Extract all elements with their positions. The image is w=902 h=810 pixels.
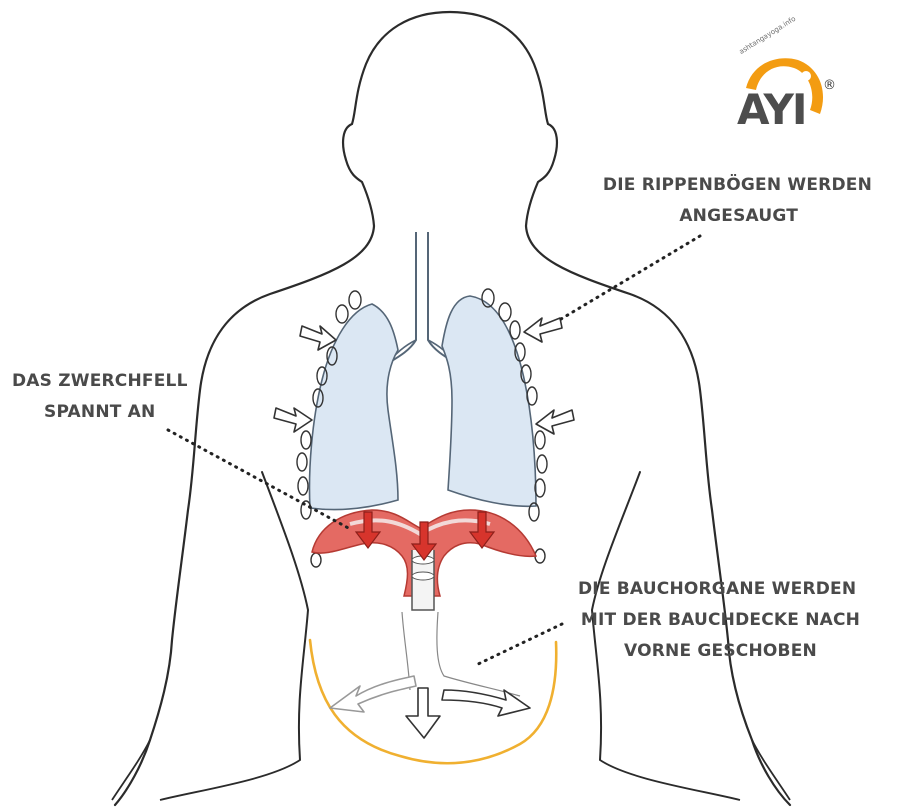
leader-rippen bbox=[554, 234, 702, 324]
label-bauchorgane-line-1: DIE BAUCHORGANE WERDEN bbox=[578, 579, 857, 599]
arrow-belly-down bbox=[405, 687, 441, 739]
logo-arc bbox=[746, 58, 824, 114]
label-rippenboegen-line-2: ANGESAUGT bbox=[679, 206, 798, 226]
body-outline bbox=[113, 10, 792, 807]
arrow-belly-right bbox=[441, 689, 531, 717]
label-zwerchfell: DAS ZWERCHFELL SPANNT AN bbox=[12, 366, 188, 428]
abdomen-line-right bbox=[436, 611, 521, 697]
arrow-left-upper bbox=[299, 325, 337, 351]
arrow-right-upper bbox=[523, 317, 563, 343]
label-bauchorgane-line-3: VORNE GESCHOBEN bbox=[624, 641, 817, 661]
label-rippenboegen: DIE RIPPENBÖGEN WERDEN ANGESAUGT bbox=[603, 170, 872, 232]
label-zwerchfell-line-2: SPANNT AN bbox=[44, 402, 156, 422]
leader-bauch bbox=[472, 622, 564, 668]
ayi-logo: ashtangayoga.info AYI ® bbox=[732, 15, 842, 134]
leader-lines bbox=[166, 234, 702, 668]
label-bauchorgane-line-2: MIT DER BAUCHDECKE NACH bbox=[580, 610, 861, 630]
right-ribs bbox=[481, 288, 548, 564]
label-zwerchfell-line-1: DAS ZWERCHFELL bbox=[12, 371, 188, 391]
esophagus-ring-2 bbox=[411, 571, 435, 581]
diaphragm-arrows bbox=[354, 511, 496, 561]
arrow-left-lower bbox=[273, 407, 313, 433]
arrow-down-left bbox=[354, 511, 382, 549]
rib-arrows bbox=[273, 317, 575, 435]
right-lung bbox=[441, 295, 537, 508]
right-arm-inner bbox=[590, 471, 641, 761]
label-bauchorgane: DIE BAUCHORGANE WERDEN MIT DER BAUCHDECK… bbox=[578, 574, 863, 667]
arrow-down-center bbox=[410, 521, 438, 561]
right-hand bbox=[599, 739, 791, 801]
arrow-belly-left bbox=[329, 675, 417, 713]
logo-letters: AYI bbox=[737, 85, 808, 134]
leader-zwerchfell bbox=[166, 428, 354, 532]
label-rippenboegen-line-1: DIE RIPPENBÖGEN WERDEN bbox=[602, 175, 872, 195]
arrow-down-right bbox=[468, 511, 496, 549]
left-hand bbox=[111, 739, 301, 801]
registered-mark: ® bbox=[823, 78, 836, 93]
left-arm-inner bbox=[261, 471, 310, 761]
left-lung bbox=[308, 303, 399, 511]
belly-arrows bbox=[329, 675, 531, 739]
arrow-right-lower bbox=[535, 409, 575, 435]
